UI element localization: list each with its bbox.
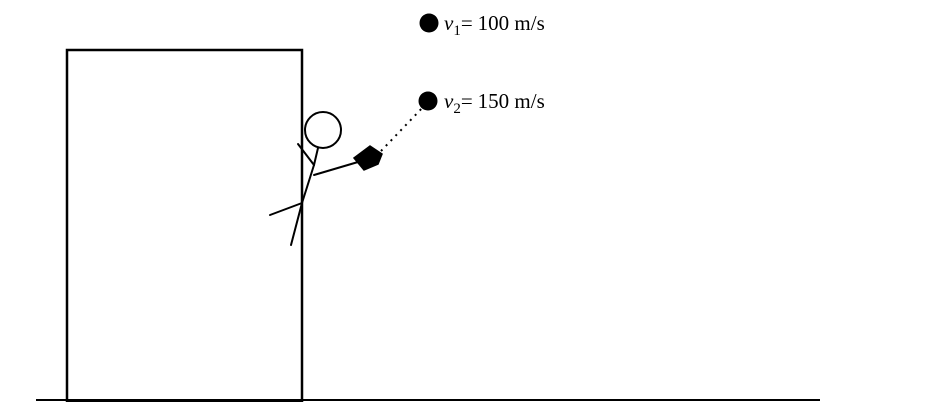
stick-figure-neck bbox=[313, 147, 319, 166]
stick-figure-head bbox=[304, 111, 342, 149]
velocity-symbol: v bbox=[444, 11, 454, 35]
stick-figure-right-arm bbox=[313, 161, 359, 176]
stick-figure-leg-lower bbox=[290, 202, 303, 246]
equals-sign: = bbox=[461, 89, 473, 113]
trajectory-line bbox=[380, 103, 427, 152]
velocity-subscript: 1 bbox=[453, 23, 461, 39]
stick-figure-leg-upper bbox=[269, 202, 303, 216]
velocity-symbol: v bbox=[444, 89, 454, 113]
velocity-subscript: 2 bbox=[453, 101, 461, 117]
velocity-value: 150 m/s bbox=[478, 89, 545, 113]
projectile-ball-v1 bbox=[419, 13, 439, 33]
projectile-label-v1: v1=100 m/s bbox=[444, 11, 545, 39]
stick-figure bbox=[269, 111, 359, 246]
stick-figure-left-arm bbox=[297, 143, 315, 166]
projectile-ball-v2 bbox=[418, 91, 438, 111]
gun bbox=[352, 145, 383, 171]
building bbox=[65, 48, 304, 402]
stick-figure-torso bbox=[301, 164, 315, 204]
velocity-value: 100 m/s bbox=[478, 11, 545, 35]
projectile-label-v2: v2=150 m/s bbox=[444, 89, 545, 117]
equals-sign: = bbox=[461, 11, 473, 35]
